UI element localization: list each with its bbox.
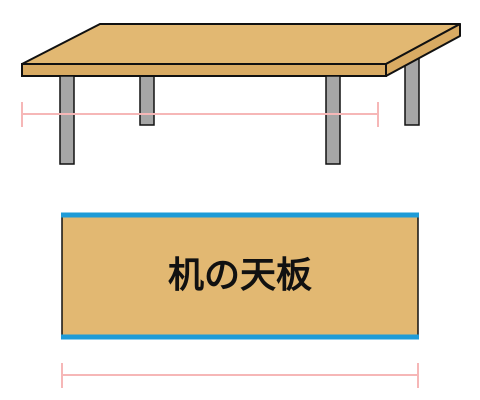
table-leg-front-right: [325, 75, 341, 165]
panel-label: 机の天板: [168, 255, 312, 296]
table-width-measure: [21, 102, 379, 127]
table-leg-front-left: [59, 75, 75, 165]
panel-body: [61, 214, 419, 338]
table-top-side-edge: [385, 23, 461, 77]
panel-width-measure: [61, 363, 419, 388]
table-illustration: [21, 23, 461, 165]
table-top-panel: 机の天板: [61, 212, 419, 340]
table-top-front-edge: [21, 63, 387, 77]
table-top-surface: [21, 23, 461, 65]
table-leg-back-left: [139, 74, 155, 126]
